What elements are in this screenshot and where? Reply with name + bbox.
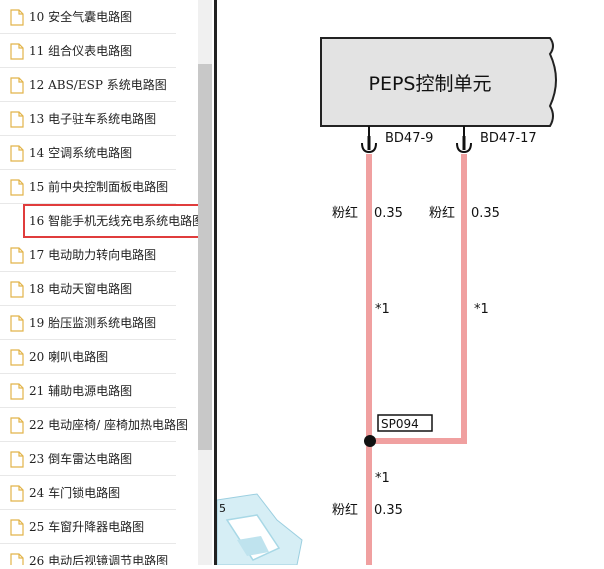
note-right: *1 — [474, 302, 489, 317]
note-left: *1 — [375, 302, 390, 317]
scrollbar-thumb[interactable] — [198, 64, 212, 450]
sidebar-item-label: 13 电子驻车系统电路图 — [29, 112, 157, 126]
sidebar-item[interactable]: 22 电动座椅/ 座椅加热电路图 — [0, 408, 188, 442]
splice-label-box — [377, 414, 433, 432]
document-icon — [10, 9, 24, 26]
sidebar-item-label: 12 ABS/ESP 系统电路图 — [29, 78, 167, 92]
wire-right-color: 粉红 — [429, 205, 455, 221]
document-icon — [10, 349, 24, 366]
document-outline-sidebar: 10 安全气囊电路图 11 组合仪表电路图 12 ABS/ESP 系统电路图 13 电… — [0, 0, 198, 565]
sidebar-item-label: 18 电动天窗电路图 — [29, 282, 133, 296]
splice-point[interactable] — [364, 435, 376, 447]
partial-component-graphic: 5 — [216, 493, 303, 566]
document-icon — [10, 519, 24, 536]
sidebar-item-label: 20 喇叭电路图 — [29, 350, 109, 364]
sidebar-item-label: 25 车窗升降器电路图 — [29, 520, 145, 534]
sidebar-item-label: 23 倒车雷达电路图 — [29, 452, 133, 466]
document-icon — [10, 485, 24, 502]
document-icon — [10, 111, 24, 128]
sidebar-item-label: 16 智能手机无线充电系统电路图 — [29, 214, 198, 228]
sidebar-item[interactable]: 16 智能手机无线充电系统电路图 — [23, 204, 198, 238]
sidebar-item[interactable]: 26 电动后视镜调节电路图 — [0, 544, 176, 565]
wiring-diagram-view: PEPS控制单元 BD47-9 BD47-17 粉红 0.35 粉红 0.35 … — [216, 0, 604, 566]
sidebar-item[interactable]: 25 车窗升降器电路图 — [0, 510, 176, 544]
sidebar-item[interactable]: 19 胎压监测系统电路图 — [0, 306, 176, 340]
sidebar-item-label: 10 安全气囊电路图 — [29, 10, 133, 24]
wire-right-size: 0.35 — [471, 206, 500, 221]
sidebar-item[interactable]: 17 电动助力转向电路图 — [0, 238, 176, 272]
sidebar-item-label: 15 前中央控制面板电路图 — [29, 180, 169, 194]
wires — [366, 154, 467, 565]
wire-bottom-size: 0.35 — [374, 503, 403, 518]
sidebar-item-label: 21 辅助电源电路图 — [29, 384, 133, 398]
document-icon — [10, 451, 24, 468]
wire-left-color: 粉红 — [332, 205, 358, 221]
wire-bottom-color: 粉红 — [332, 502, 358, 518]
sidebar-item-label: 14 空调系统电路图 — [29, 146, 133, 160]
sidebar-item[interactable]: 20 喇叭电路图 — [0, 340, 176, 374]
document-icon — [10, 383, 24, 400]
splice-label: SP094 — [381, 417, 419, 431]
module-title: PEPS控制单元 — [369, 73, 492, 95]
sidebar-item-label: 22 电动座椅/ 座椅加热电路图 — [29, 418, 188, 432]
sidebar-item-label: 11 组合仪表电路图 — [29, 44, 133, 58]
sidebar-item-label: 19 胎压监测系统电路图 — [29, 316, 157, 330]
wiring-diagram-canvas: PEPS控制单元 BD47-9 BD47-17 粉红 0.35 粉红 0.35 … — [216, 37, 557, 566]
document-icon — [10, 417, 24, 434]
document-icon — [10, 247, 24, 264]
sidebar-item[interactable]: 10 安全气囊电路图 — [0, 0, 176, 34]
sidebar-scrollbar[interactable] — [198, 0, 212, 565]
sidebar-item[interactable]: 15 前中央控制面板电路图 — [0, 170, 176, 204]
note-bottom: *1 — [375, 471, 390, 486]
document-icon — [10, 179, 24, 196]
sidebar-item[interactable]: 18 电动天窗电路图 — [0, 272, 176, 306]
document-icon — [10, 315, 24, 332]
sidebar-item-label: 24 车门锁电路图 — [29, 486, 121, 500]
document-icon — [10, 145, 24, 162]
sidebar-item[interactable]: 23 倒车雷达电路图 — [0, 442, 176, 476]
sidebar-item[interactable]: 14 空调系统电路图 — [0, 136, 176, 170]
pane-divider[interactable] — [214, 0, 217, 565]
sidebar-item[interactable]: 11 组合仪表电路图 — [0, 34, 176, 68]
partial-component-label: 5 — [219, 502, 226, 515]
document-icon — [10, 43, 24, 60]
pin-label-right: BD47-17 — [480, 131, 537, 146]
document-icon — [10, 553, 24, 565]
pin-label-left: BD47-9 — [385, 131, 433, 146]
document-icon — [10, 77, 24, 94]
sidebar-item-label: 17 电动助力转向电路图 — [29, 248, 157, 262]
sidebar-item-label: 26 电动后视镜调节电路图 — [29, 554, 169, 565]
sidebar-item[interactable]: 13 电子驻车系统电路图 — [0, 102, 176, 136]
connector-pin-left[interactable] — [361, 126, 377, 154]
connector-pin-right[interactable] — [456, 126, 472, 154]
sidebar-item[interactable]: 21 辅助电源电路图 — [0, 374, 176, 408]
sidebar-item[interactable]: 12 ABS/ESP 系统电路图 — [0, 68, 176, 102]
document-icon — [10, 281, 24, 298]
peps-module-box[interactable] — [320, 37, 557, 127]
wire-left-size: 0.35 — [374, 206, 403, 221]
sidebar-item[interactable]: 24 车门锁电路图 — [0, 476, 176, 510]
wire-right[interactable] — [372, 154, 467, 444]
